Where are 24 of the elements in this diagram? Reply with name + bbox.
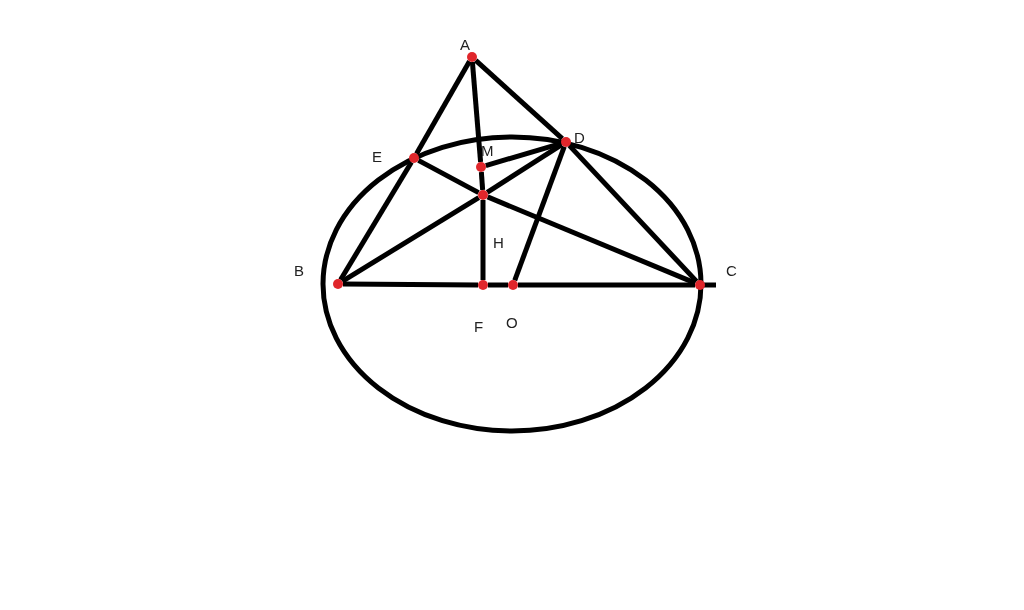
- point-label: E: [372, 149, 382, 164]
- line-segment: [338, 161, 414, 281]
- line-segment: [512, 145, 567, 282]
- line-segment: [340, 195, 481, 284]
- line-segment: [343, 281, 478, 288]
- line-segment: [414, 60, 472, 155]
- point-label: C: [726, 263, 737, 278]
- point-label: B: [294, 263, 304, 278]
- point-label: D: [574, 130, 585, 145]
- line-segment: [518, 282, 695, 288]
- point-label: A: [460, 37, 470, 52]
- line-segment: [480, 200, 486, 280]
- line-segment: [417, 158, 480, 195]
- point-label: H: [493, 235, 504, 250]
- line-segment: [486, 194, 697, 286]
- line-segment: [478, 171, 486, 191]
- point-label: F: [474, 319, 484, 334]
- line-segment: [485, 141, 562, 168]
- line-segment: [488, 282, 508, 288]
- line-segment: [469, 61, 484, 163]
- point-label: O: [506, 315, 518, 330]
- line-segment: [567, 143, 699, 284]
- line-segment: [474, 58, 564, 141]
- point-label: M: [481, 143, 494, 158]
